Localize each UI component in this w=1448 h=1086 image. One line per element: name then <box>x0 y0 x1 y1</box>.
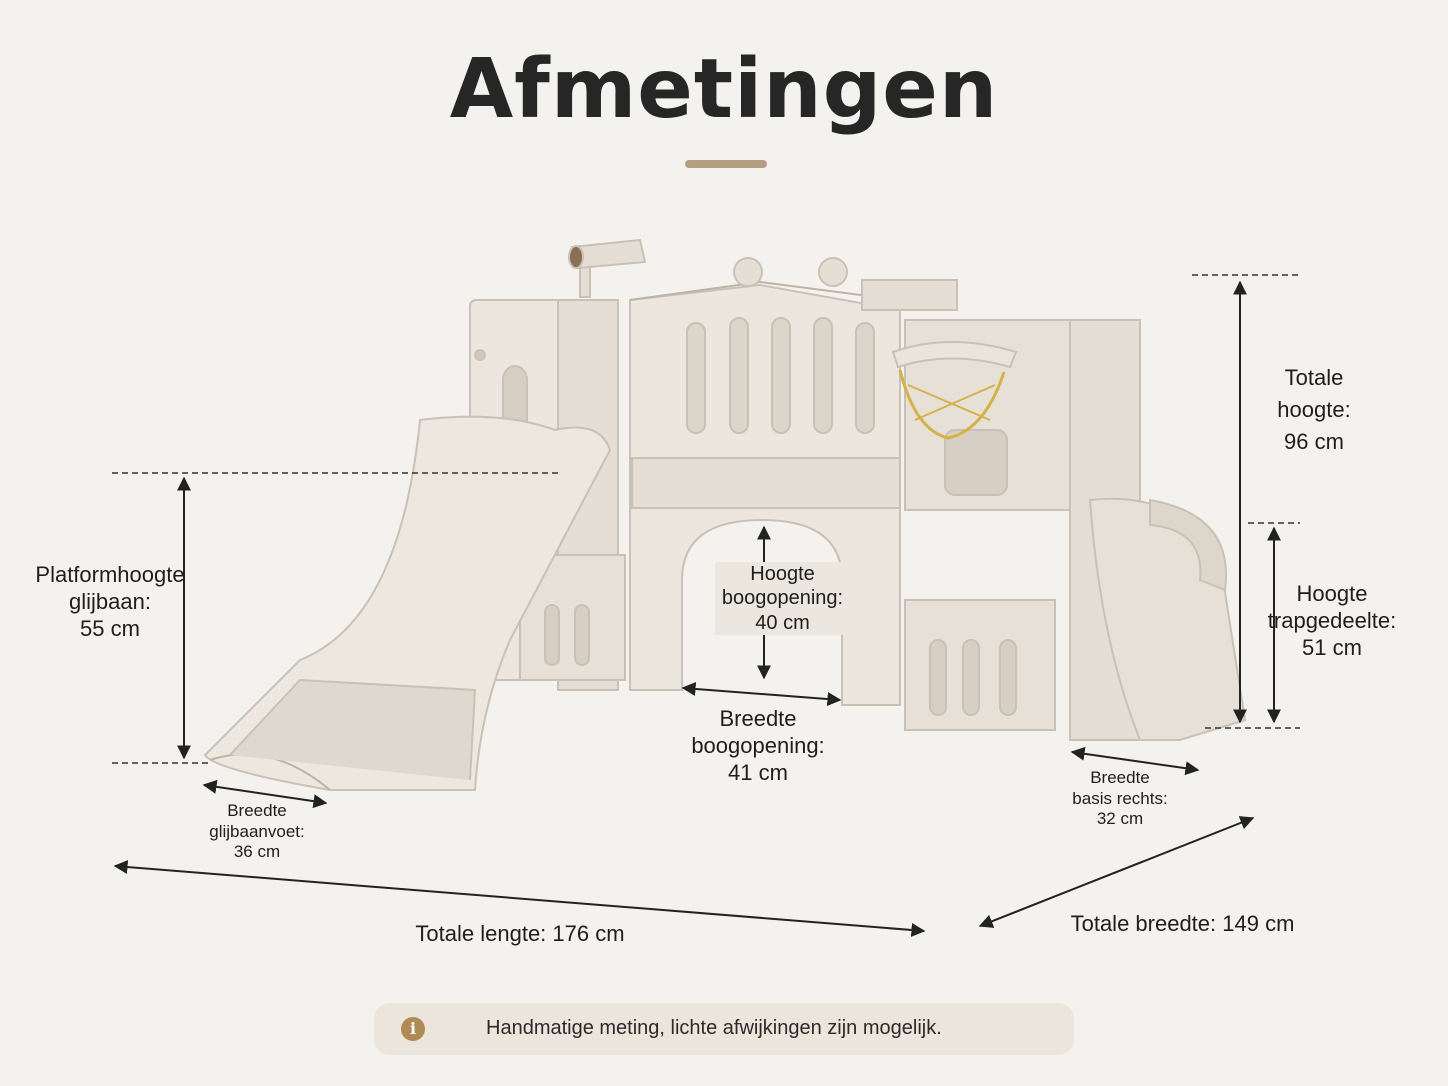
arrow-total-length <box>113 860 926 937</box>
dimension-guides <box>112 274 1302 764</box>
measurement-note: i Handmatige meting, lichte afwijkingen … <box>374 1003 1074 1055</box>
title-underline <box>685 160 767 168</box>
dimension-arrows <box>113 280 1281 937</box>
arrow-slide-foot-width <box>202 779 328 809</box>
total-length-label: Totale lengte: 176 cm <box>415 921 625 946</box>
arrow-base-right-width <box>1070 746 1200 776</box>
arrow-arch-width <box>681 681 842 707</box>
arrow-total-width <box>978 816 1255 928</box>
note-text: Handmatige meting, lichte afwijkingen zi… <box>486 1017 942 1039</box>
playset-drawing <box>203 238 1247 791</box>
info-icon: i <box>401 1017 425 1041</box>
page-title: Afmetingen <box>449 42 999 137</box>
total-width-label: Totale breedte: 149 cm <box>1070 911 1295 936</box>
